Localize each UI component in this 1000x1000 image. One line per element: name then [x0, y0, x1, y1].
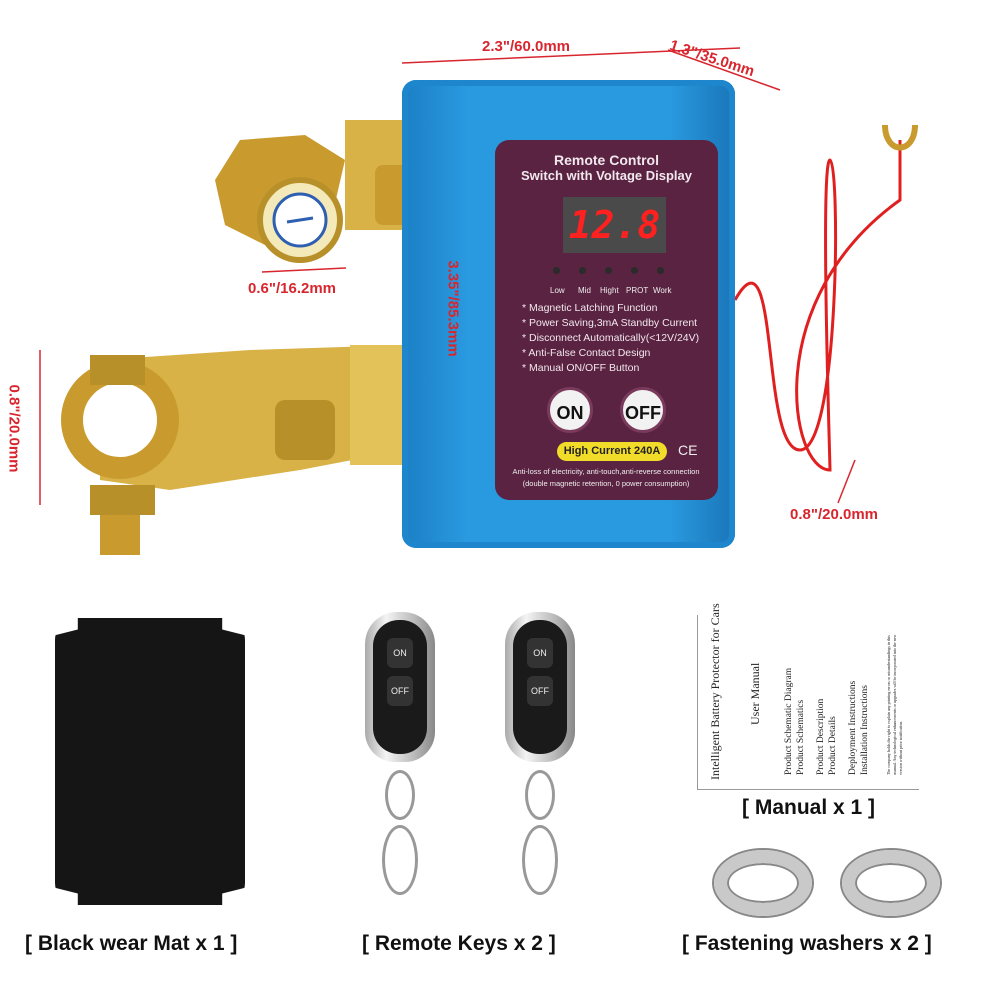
indicator-work: Work — [653, 286, 672, 295]
wire-dimension: 0.8"/20.0mm — [790, 506, 879, 523]
keyring-icon — [525, 770, 555, 820]
caption-manual: [ Manual x 1 ] — [742, 796, 876, 819]
lower-bolt — [275, 400, 335, 460]
indicator-led — [631, 267, 638, 274]
feature-item: * Power Saving,3mA Standby Current — [522, 317, 698, 329]
feature-item: * Anti-False Contact Design — [522, 347, 651, 359]
indicator-led — [579, 267, 586, 274]
red-wire — [733, 140, 902, 472]
current-badge: High Current 240A — [557, 442, 667, 461]
manual-item: Deployment Instructions — [848, 680, 858, 775]
manual-item: Product Schematics — [796, 699, 806, 775]
clamp-dimension: 0.8"/20.0mm — [5, 384, 23, 473]
ce-mark: CE — [678, 442, 698, 458]
panel-note-2: (double magnetic retention, 0 power cons… — [522, 479, 690, 488]
height-dimension: 3.35"/85.3mm — [444, 260, 462, 357]
panel-note-1: Anti-loss of electricity, anti-touch,ant… — [512, 467, 700, 476]
fastening-washer — [842, 850, 940, 916]
keyring-icon — [382, 825, 418, 895]
manual-item: Installation Instructions — [860, 685, 870, 775]
remote-off-button[interactable]: OFF — [527, 676, 553, 706]
indicator-high: Hight — [600, 286, 619, 295]
remote-off-button[interactable]: OFF — [387, 676, 413, 706]
remote-on-button[interactable]: ON — [387, 638, 413, 668]
black-wear-mat — [55, 618, 245, 905]
remote-on-button[interactable]: ON — [527, 638, 553, 668]
caption-mat: [ Black wear Mat x 1 ] — [25, 932, 238, 955]
on-button[interactable]: ON — [547, 387, 593, 433]
indicator-led — [657, 267, 664, 274]
manual-title: User Manual — [748, 662, 762, 725]
manual-item: Product Details — [828, 716, 838, 775]
panel-title-1: Remote Control — [554, 152, 659, 168]
indicator-prot: PROT — [626, 286, 649, 295]
feature-item: * Disconnect Automatically(<12V/24V) — [522, 332, 700, 344]
width-dimension: 2.3"/60.0mm — [482, 38, 571, 55]
user-manual: Intelligent Battery Protector for Cars U… — [697, 603, 919, 790]
indicator-led — [553, 267, 560, 274]
manual-disclaimer: The company holds the right to explain a… — [886, 634, 903, 775]
manual-product-name: Intelligent Battery Protector for Cars — [708, 603, 722, 780]
remote-key: ON OFF — [365, 612, 435, 762]
manual-item: Product Schematic Diagram — [784, 667, 794, 775]
fork-terminal — [882, 124, 918, 151]
feature-item: * Manual ON/OFF Button — [522, 362, 640, 374]
manual-item: Product Description — [816, 698, 826, 775]
indicator-led — [605, 267, 612, 274]
indicator-mid: Mid — [578, 286, 591, 295]
keyring-icon — [385, 770, 415, 820]
terminal-dimension: 0.6"/16.2mm — [248, 280, 337, 297]
feature-item: * Magnetic Latching Function — [522, 302, 658, 314]
indicator-low: Low — [550, 286, 565, 295]
remote-key: ON OFF — [505, 612, 575, 762]
panel-title-2: Switch with Voltage Display — [521, 168, 692, 183]
caption-washers: [ Fastening washers x 2 ] — [682, 932, 932, 955]
caption-remotes: [ Remote Keys x 2 ] — [362, 932, 556, 955]
fastening-washer — [714, 850, 812, 916]
voltage-display: 12.8 — [563, 197, 666, 253]
keyring-icon — [522, 825, 558, 895]
off-button[interactable]: OFF — [620, 387, 666, 433]
